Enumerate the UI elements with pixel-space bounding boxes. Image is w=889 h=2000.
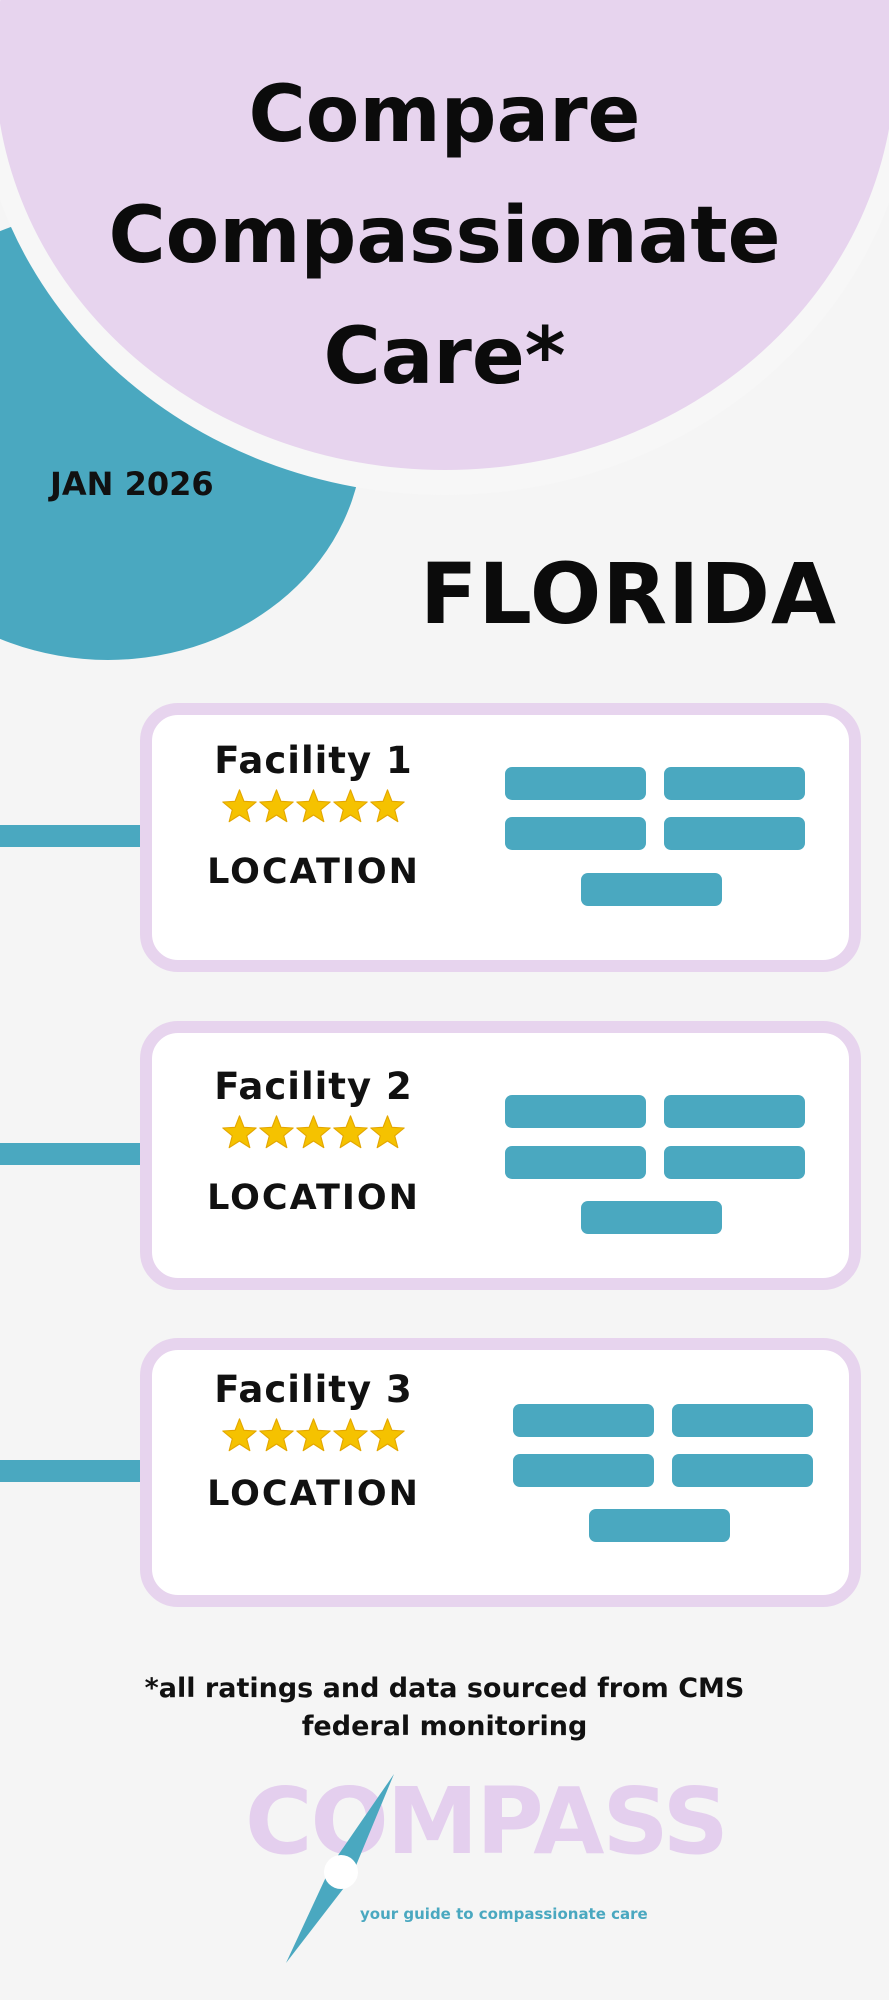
star-icon: [222, 1115, 257, 1149]
logo-wordmark: COMPASS: [245, 1768, 729, 1875]
star-icon: [296, 1115, 331, 1149]
data-placeholder-bar: [664, 1095, 805, 1128]
logo-tagline: your guide to compassionate care: [360, 1905, 648, 1923]
data-placeholder-bar: [672, 1454, 813, 1487]
card-connector-bar: [0, 1460, 140, 1482]
star-icon: [259, 1418, 294, 1452]
star-rating: [152, 788, 475, 825]
star-icon: [259, 789, 294, 823]
facility-location: LOCATION: [207, 852, 420, 892]
data-placeholder-bar: [513, 1404, 654, 1437]
facility-location: LOCATION: [207, 1474, 420, 1514]
facility-name: Facility 1: [214, 739, 413, 782]
star-icon: [370, 789, 405, 823]
data-placeholder-bar: [664, 1146, 805, 1179]
facility-card[interactable]: Facility 2 LOCATION: [140, 1021, 861, 1290]
data-placeholder-bar: [589, 1509, 730, 1542]
star-icon: [259, 1115, 294, 1149]
data-placeholder-bar: [505, 767, 646, 800]
data-placeholder-bar: [505, 1095, 646, 1128]
data-source-footnote: *all ratings and data sourced from CMS f…: [144, 1673, 745, 1742]
facility-info: Facility 3 LOCATION: [152, 1350, 475, 1595]
data-placeholder-bar: [664, 767, 805, 800]
data-placeholder-bar: [664, 817, 805, 850]
facility-location: LOCATION: [207, 1178, 420, 1218]
star-icon: [296, 789, 331, 823]
facility-card[interactable]: Facility 3 LOCATION: [140, 1338, 861, 1607]
data-placeholder-bar: [505, 1146, 646, 1179]
facility-info: Facility 2 LOCATION: [152, 1033, 475, 1278]
state-heading: FLORIDA: [420, 545, 837, 643]
facility-info: Facility 1 LOCATION: [152, 715, 475, 960]
page-title: Compare Compassionate Care*: [108, 70, 781, 402]
facility-card[interactable]: Facility 1 LOCATION: [140, 703, 861, 972]
card-connector-bar: [0, 1143, 140, 1165]
star-icon: [333, 789, 368, 823]
star-icon: [333, 1115, 368, 1149]
data-placeholder-bar: [672, 1404, 813, 1437]
date-label: JAN 2026: [50, 465, 214, 503]
star-icon: [222, 789, 257, 823]
card-connector-bar: [0, 825, 140, 847]
star-icon: [370, 1115, 405, 1149]
data-placeholder-bar: [581, 1201, 722, 1234]
data-placeholder-bar: [505, 817, 646, 850]
star-rating: [152, 1417, 475, 1454]
facility-name: Facility 2: [214, 1065, 413, 1108]
compass-needle-icon: [286, 1774, 394, 1963]
compass-logo[interactable]: COMPASS your guide to compassionate care: [240, 1770, 729, 1970]
star-icon: [333, 1418, 368, 1452]
data-placeholder-bar: [581, 873, 722, 906]
facility-name: Facility 3: [214, 1368, 413, 1411]
star-icon: [296, 1418, 331, 1452]
star-rating: [152, 1114, 475, 1151]
data-placeholder-bar: [513, 1454, 654, 1487]
star-icon: [222, 1418, 257, 1452]
star-icon: [370, 1418, 405, 1452]
